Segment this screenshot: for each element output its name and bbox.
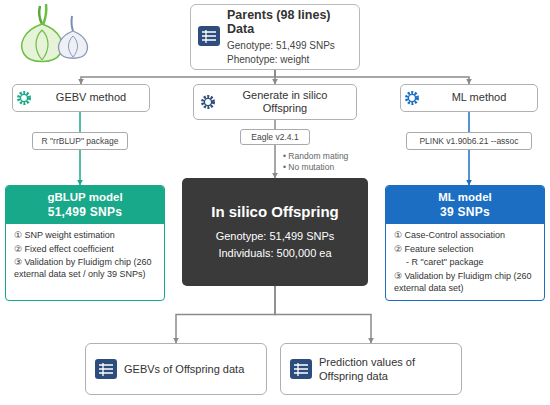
table-icon bbox=[95, 359, 117, 379]
note-text: • No mutation bbox=[283, 162, 334, 172]
node-text: Individuals: 500,000 ea bbox=[218, 245, 331, 262]
connector-arrow bbox=[274, 120, 276, 129]
model-box: ML model39 SNPs① Case-Control associatio… bbox=[385, 185, 545, 301]
method-box: GEBV method bbox=[12, 84, 150, 112]
node-text: GEBVs of Offspring data bbox=[124, 362, 244, 376]
tool-box: Eagle v2.4.1 bbox=[240, 129, 310, 145]
node-text: ML method bbox=[452, 91, 507, 104]
table-icon bbox=[290, 359, 312, 379]
data-box: Parents (98 lines) DataGenotype: 51,499 … bbox=[190, 4, 360, 70]
method-box: ML method bbox=[400, 84, 538, 112]
node-text: Phenotype: weight bbox=[227, 53, 309, 67]
node-text: Eagle v2.4.1 bbox=[251, 132, 298, 142]
model-box: gBLUP model51,499 SNPs① SNP weight estim… bbox=[5, 185, 165, 301]
connector-arrow bbox=[81, 70, 275, 84]
model-header: gBLUP model51,499 SNPs bbox=[6, 186, 164, 224]
onion-illustration bbox=[22, 4, 88, 62]
node-text: In silico Offspring bbox=[211, 203, 339, 220]
node-text: Prediction values of Offspring data bbox=[319, 355, 455, 384]
connector-arrow bbox=[275, 70, 469, 84]
node-text: - R "caret" package bbox=[394, 257, 537, 269]
method-box: Generate in silico Offspring bbox=[193, 84, 357, 120]
connector-arrow bbox=[275, 286, 371, 343]
node-text: ② Feature selection bbox=[394, 244, 537, 256]
node-text: ① SNP weight estimation bbox=[14, 230, 157, 242]
node-text: GEBV method bbox=[56, 91, 126, 104]
node-text: Generate in silico Offspring bbox=[220, 89, 350, 115]
connector-arrow bbox=[79, 112, 81, 132]
connector-arrow bbox=[176, 286, 275, 343]
header-text: gBLUP model bbox=[47, 191, 122, 205]
model-body: ① Case-Control association ② Feature sele… bbox=[386, 224, 544, 298]
node-text: PLINK v1.90b6.21 --assoc bbox=[419, 136, 518, 146]
output-box: GEBVs of Offspring data bbox=[85, 343, 267, 395]
node-text: ③ Validation by Fluidigm chip (260 exter… bbox=[394, 271, 537, 294]
node-text: Genotype: 51,499 SNPs bbox=[227, 39, 335, 53]
model-header: ML model39 SNPs bbox=[386, 186, 544, 224]
node-text: ① Case-Control association bbox=[394, 230, 537, 242]
connector-arrow bbox=[468, 112, 470, 132]
output-box: Prediction values of Offspring data bbox=[280, 343, 462, 395]
node-text: Parents (98 lines) Data bbox=[227, 8, 359, 36]
node-text: ② Fixed effect coefficient bbox=[14, 244, 157, 256]
model-body: ① SNP weight estimation ② Fixed effect co… bbox=[6, 224, 164, 285]
node-text: R "rrBLUP" package bbox=[42, 136, 119, 146]
table-icon bbox=[198, 26, 220, 46]
node-text: ③ Validation by Fluidigm chip (260 exter… bbox=[14, 257, 157, 280]
node-text: Genotype: 51,499 SNPs bbox=[216, 228, 335, 245]
offspring-box: In silico OffspringGenotype: 51,499 SNPs… bbox=[182, 178, 368, 286]
tool-box: PLINK v1.90b6.21 --assoc bbox=[406, 132, 532, 150]
connector-arrow bbox=[79, 150, 81, 185]
note-text: • Random mating bbox=[283, 151, 348, 161]
header-text: 51,499 SNPs bbox=[48, 205, 123, 219]
connector-arrow bbox=[274, 145, 276, 178]
tool-box: R "rrBLUP" package bbox=[32, 132, 128, 150]
header-text: 39 SNPs bbox=[440, 205, 490, 219]
gear-icon bbox=[407, 93, 418, 104]
gear-icon bbox=[19, 93, 30, 104]
header-text: ML model bbox=[438, 191, 491, 205]
gear-icon bbox=[203, 97, 214, 108]
connector-arrow bbox=[468, 150, 470, 185]
